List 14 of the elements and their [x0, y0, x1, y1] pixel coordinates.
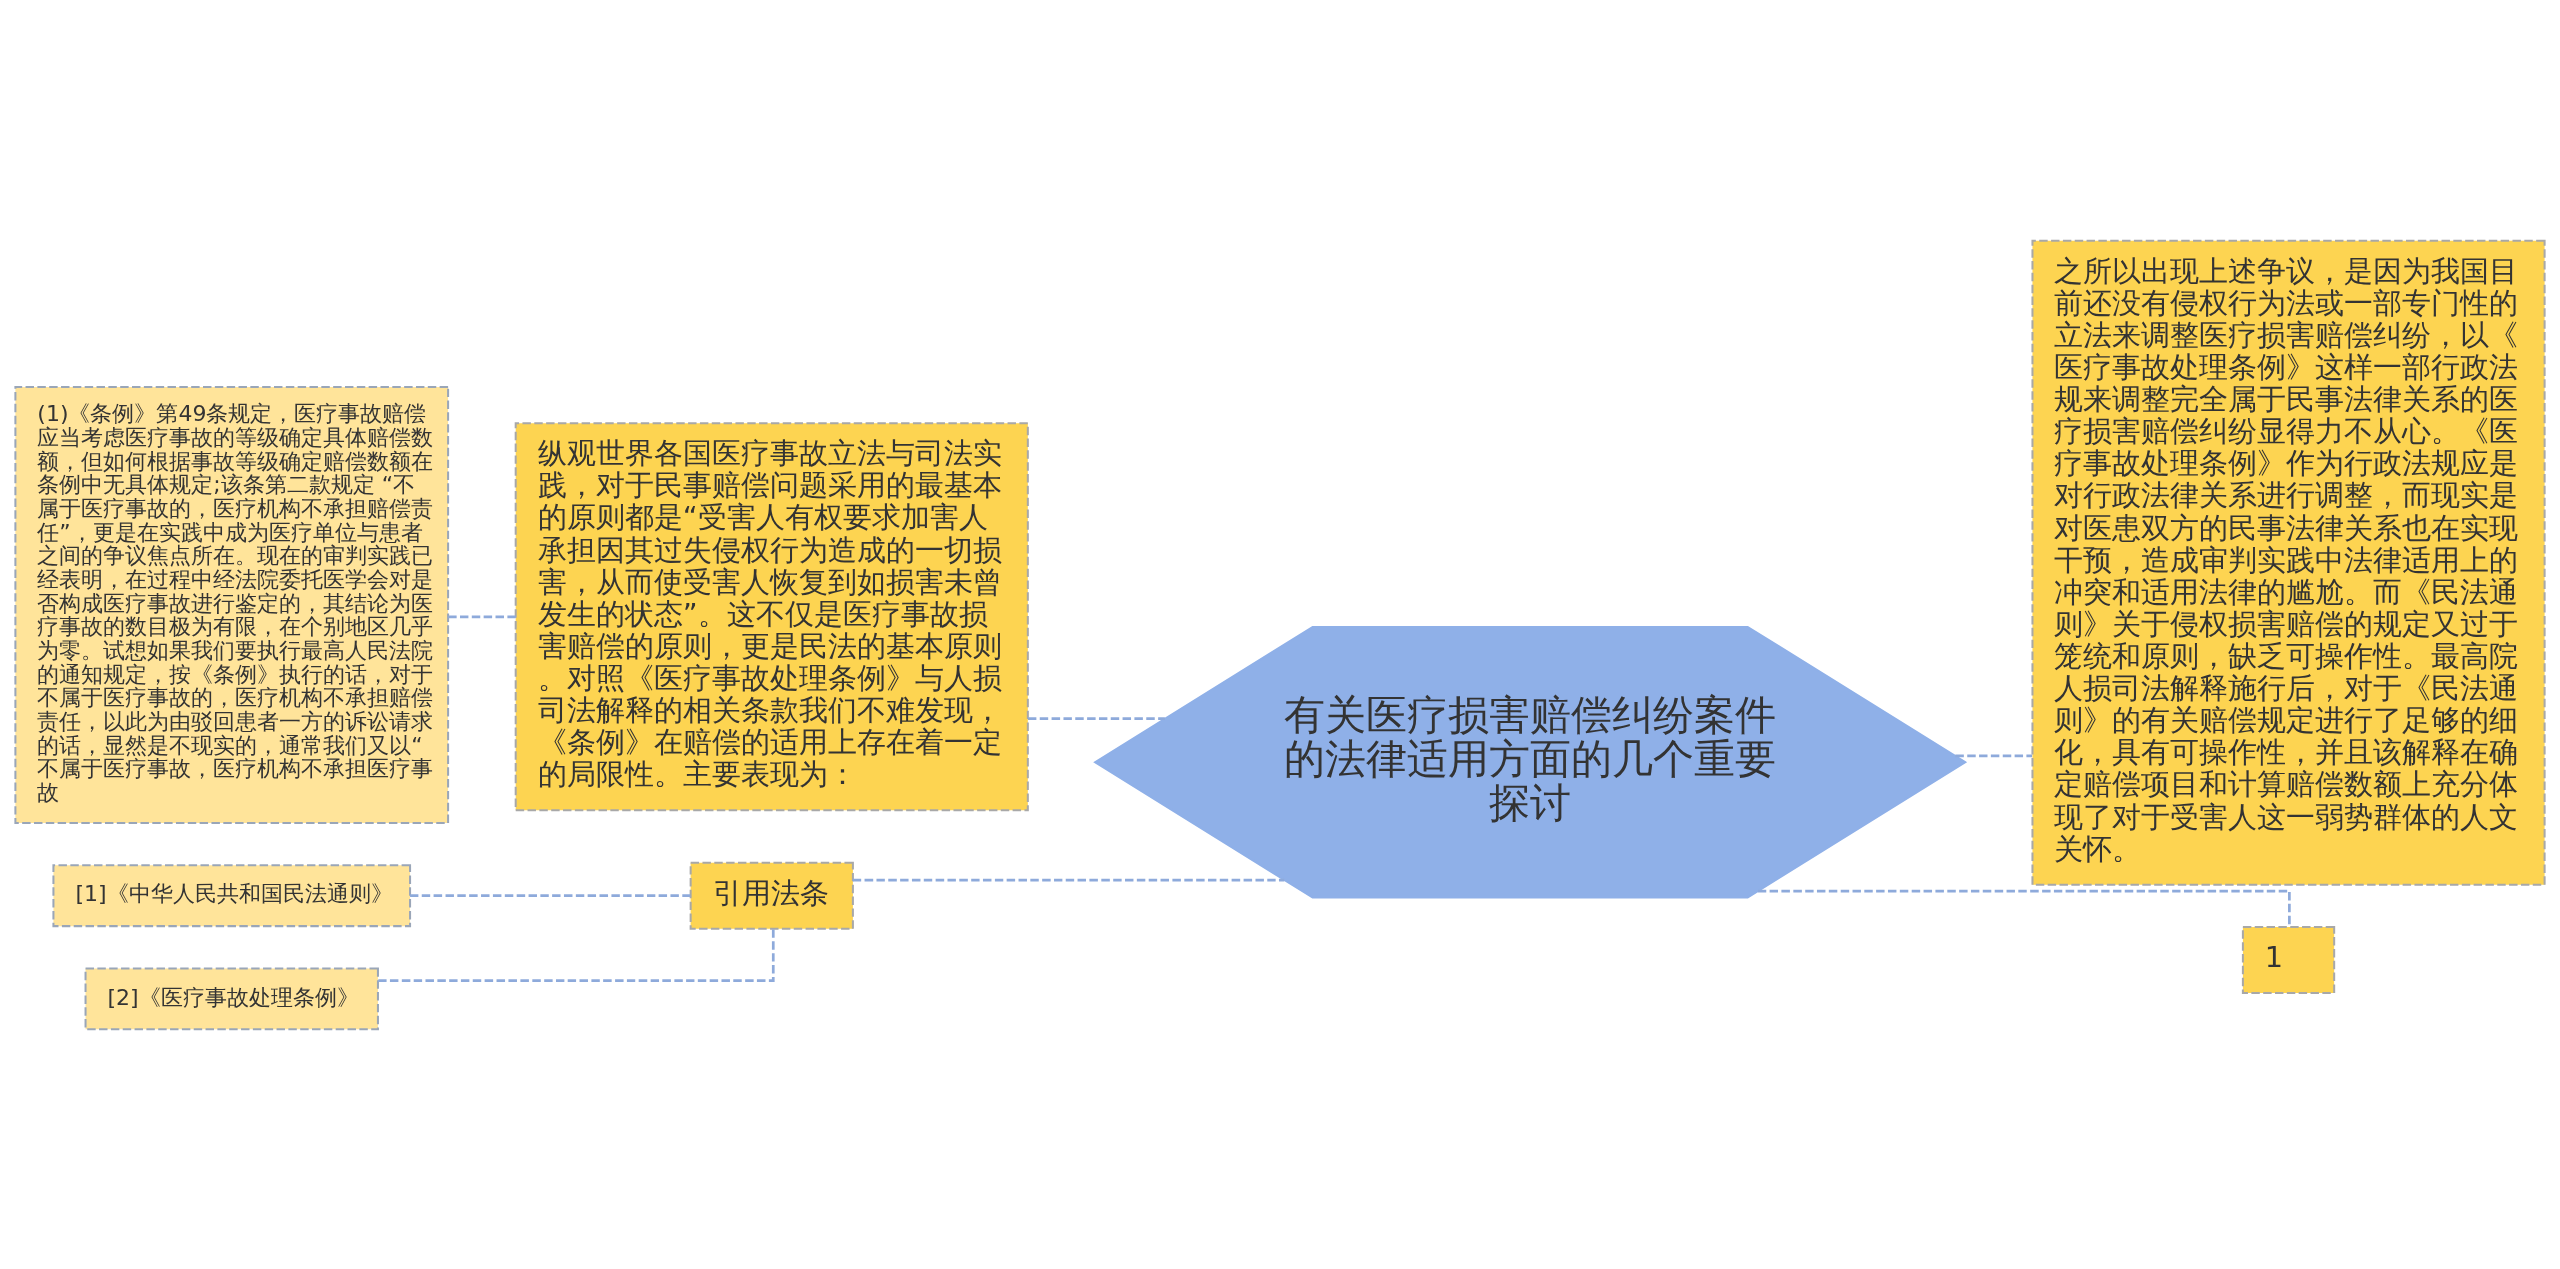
node-box: 纵观世界各国医疗事故立法与司法实践，对于民事赔偿问题采用的最基本的原则都是“受害人有权要求加害人承担因其过失侵权行为造成的一切损害，从而使受害人恢复到如损害未曾发生的状态”。这不仅是医疗事故损害赔偿的原则，更是民法的基本原则。对照《医疗事故处理条例》与人损司法解释的相关条款我们不难发现，《条例》在赔偿的适用上存在着一定的局限性。主要表现为： [514, 421, 1029, 811]
connector [852, 878, 1285, 881]
node-box: [2]《医疗事故处理条例》 [84, 966, 379, 1030]
connector [410, 893, 691, 897]
node-box: [1]《中华人民共和国民法通则》 [52, 863, 412, 927]
connector [378, 928, 775, 982]
connector [1955, 754, 2033, 757]
connector [448, 615, 516, 618]
node-box: 之所以出现上述争议，是因为我国目前还没有侵权行为法或一部专门性的立法来调整医疗损害赔偿纠纷，以《医疗事故处理条例》这样一部行政法规来调整完全属于民事法律关系的医疗损害赔偿纠纷显得力不从心。《医疗事故处理条例》作为行政法规应是对行政法律关系进行调整，而现实是对医患双方的民事法律关系也在实现干预，造成审判实践中法律适用上的冲突和适用法律的尴尬。而《民法通则》关于侵权损害赔偿的规定又过于笼统和原则，缺乏可操作性。最高院人损司法解释施行后，对于《民法通则》的有关赔偿规定进行了足够的细化，具有可操作性，并且该解释在确定赔偿项目和计算赔偿数额上充分体现了对于受害人这一弱势群体的人文关怀。 [2031, 239, 2546, 886]
connector [1757, 889, 2291, 926]
node-box: (1)《条例》第49条规定，医疗事故赔偿应当考虑医疗事故的等级确定具体赔偿数额，但如何根据事故等级确定赔偿数额在条例中无具体规定;该条第二款规定 “不属于医疗事故的，医疗机构不承担赔偿责任”，更是在实践中成为医疗单位与患者之间的争议焦点所在。现在的审判实践已经表明，在过程中经法院委托医学会对是否构成医疗事故进行鉴定的，其结论为医疗事故的数目极为有限，在个别地区几乎为零。试想如果我们要执行最高人民法院的通知规定，按《条例》执行的话，对于不属于医疗事故的，医疗机构不承担赔偿责任，以此为由驳回患者一方的诉讼请求的话，显然是不现实的，通常我们又以“不属于医疗事故，医疗机构不承担医疗事故 [14, 385, 450, 824]
node-box: 引用法条 [689, 861, 854, 930]
node-box: 1 [2241, 925, 2336, 994]
connector [1028, 716, 1165, 720]
